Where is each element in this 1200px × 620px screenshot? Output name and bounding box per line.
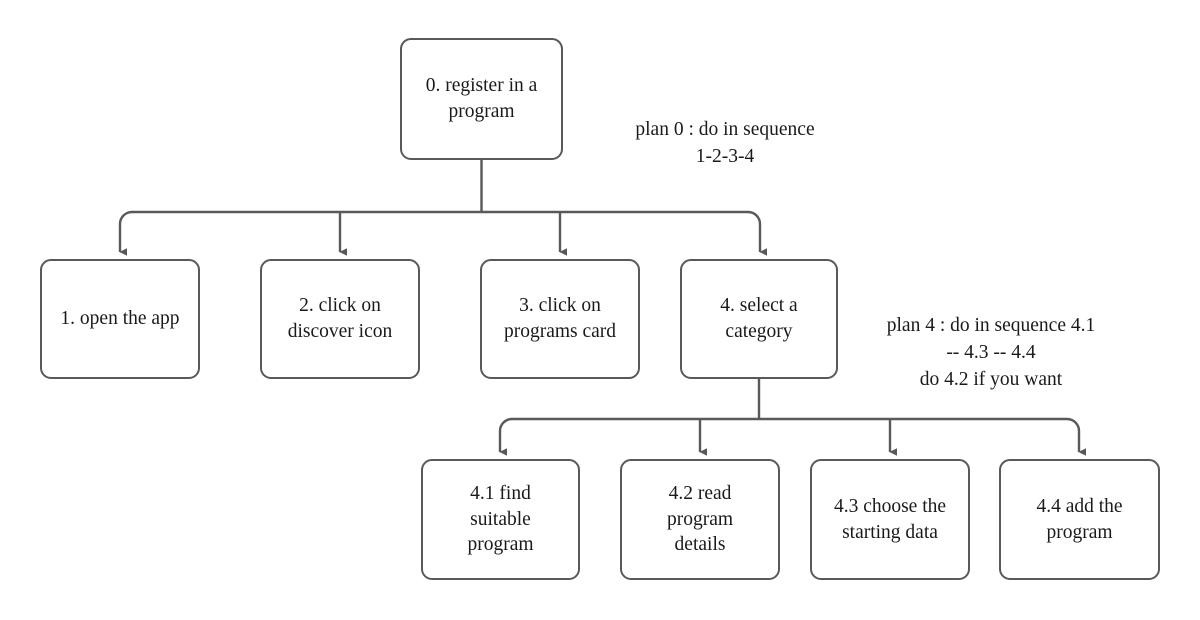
node-3-label: 3. click on programs card [503, 295, 617, 342]
plan-4-text: plan 4 : do in sequence 4.1 -- 4.3 -- 4.… [886, 315, 1096, 390]
edge-bus-0 [118, 210, 762, 225]
node-3[interactable]: 3. click on programs card [480, 259, 640, 379]
node-2[interactable]: 2. click on discover icon [260, 259, 420, 379]
node-4-2-label: 4.2 read program details [666, 482, 734, 556]
node-4-4[interactable]: 4.4 add the program [999, 459, 1160, 580]
node-0[interactable]: 0. register in a program [400, 38, 563, 160]
node-4[interactable]: 4. select a category [680, 259, 838, 379]
node-1-label: 1. open the app [60, 308, 180, 330]
node-0-label: 0. register in a program [425, 75, 538, 122]
node-4-3-label: 4.3 choose the starting data [833, 495, 947, 543]
node-4-1[interactable]: 4.1 find suitable program [421, 459, 580, 580]
edge-bus-4 [498, 417, 1081, 432]
node-4-4-label: 4.4 add the program [1036, 495, 1123, 543]
plan-0-text: plan 0 : do in sequence 1-2-3-4 [635, 119, 815, 167]
node-1[interactable]: 1. open the app [40, 259, 200, 379]
node-4-1-label: 4.1 find suitable program [467, 482, 534, 556]
node-2-label: 2. click on discover icon [287, 295, 393, 342]
node-4-2[interactable]: 4.2 read program details [620, 459, 780, 580]
node-4-label: 4. select a category [720, 295, 798, 342]
node-4-3[interactable]: 4.3 choose the starting data [810, 459, 970, 580]
